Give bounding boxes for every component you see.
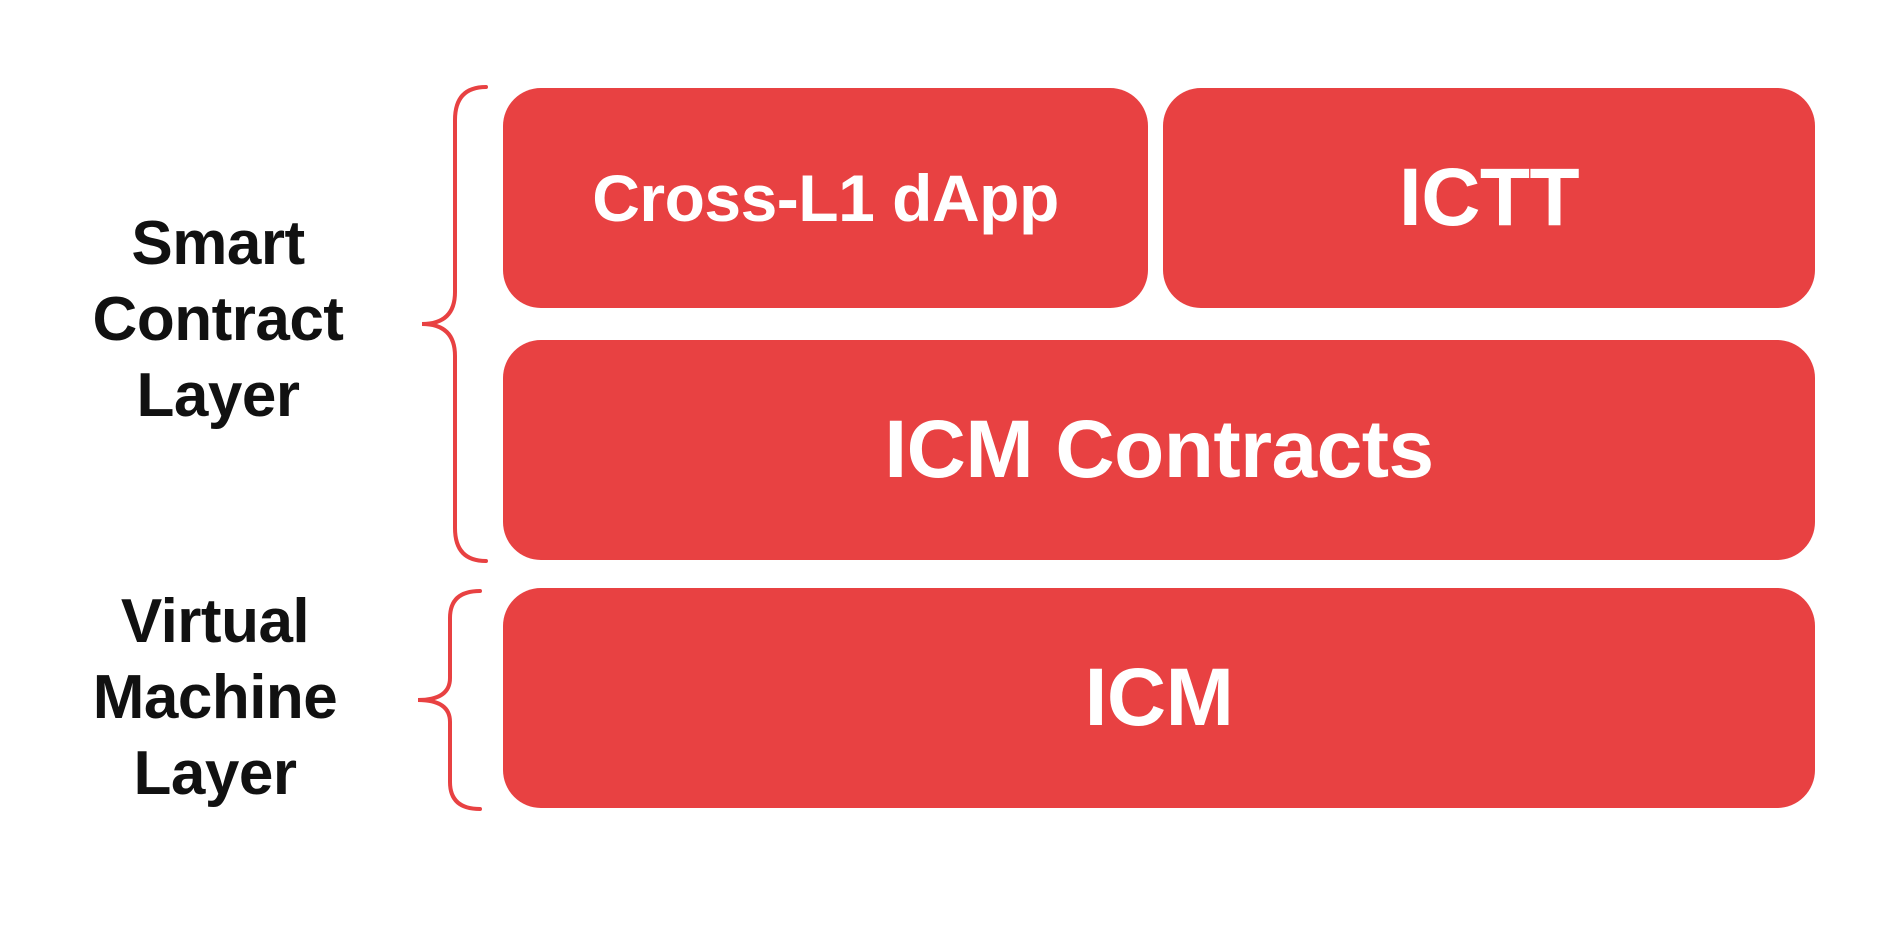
box-cross-l1-dapp: Cross-L1 dApp [503, 88, 1148, 308]
curly-brace-virtual-machine-icon [417, 589, 482, 811]
box-icm: ICM [503, 588, 1815, 808]
box-icm-contracts-label: ICM Contracts [884, 404, 1434, 495]
curly-brace-smart-contract-icon [421, 85, 488, 563]
box-icm-label: ICM [1084, 652, 1234, 743]
layer-label-virtual-machine: Virtual Machine Layer [92, 587, 338, 808]
box-cross-l1-dapp-label: Cross-L1 dApp [592, 161, 1059, 235]
box-ictt-label: ICTT [1398, 152, 1580, 243]
box-ictt: ICTT [1163, 88, 1815, 308]
curly-brace-path [417, 589, 482, 811]
box-icm-contracts: ICM Contracts [503, 340, 1815, 560]
layer-label-smart-contract: Smart Contract Layer [92, 209, 344, 430]
curly-brace-path [421, 85, 488, 563]
